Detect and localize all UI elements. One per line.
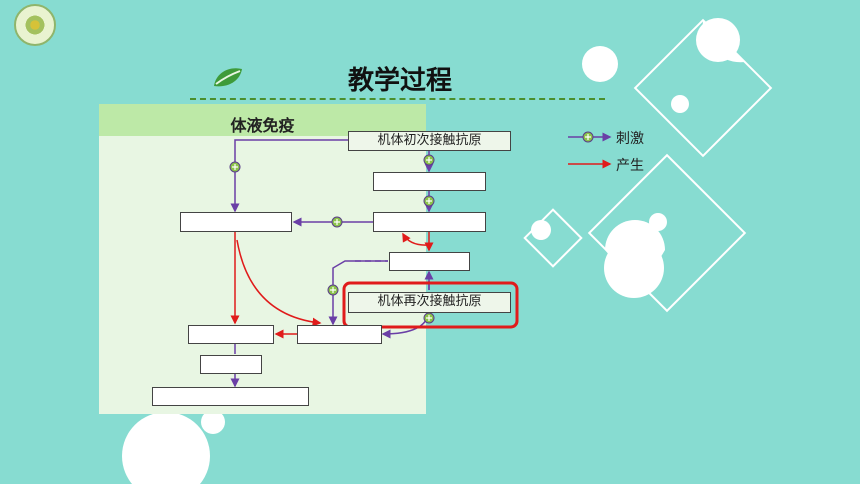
humoral-immunity-panel (99, 104, 426, 414)
blank-box-4 (389, 252, 470, 271)
panel-title: 体液免疫 (230, 116, 295, 135)
blank-box-3 (373, 212, 486, 232)
leaf-icon (214, 68, 242, 87)
blank-box-5 (188, 325, 274, 344)
panel-header (99, 104, 426, 136)
legend-produce-label: 产生 (616, 158, 644, 174)
page-title: 教学过程 (347, 66, 452, 96)
title-divider (190, 98, 605, 100)
blank-box-2 (180, 212, 292, 232)
legend-stimulate-label: 刺激 (616, 131, 644, 147)
second-contact-antigen-box: 机体再次接触抗原 (348, 292, 511, 313)
logo-icon (14, 4, 56, 46)
blank-box-7 (200, 355, 262, 374)
blank-box-8 (152, 387, 309, 406)
blank-box-1 (373, 172, 486, 191)
first-contact-antigen-box: 机体初次接触抗原 (348, 131, 511, 151)
blank-box-6 (297, 325, 382, 344)
